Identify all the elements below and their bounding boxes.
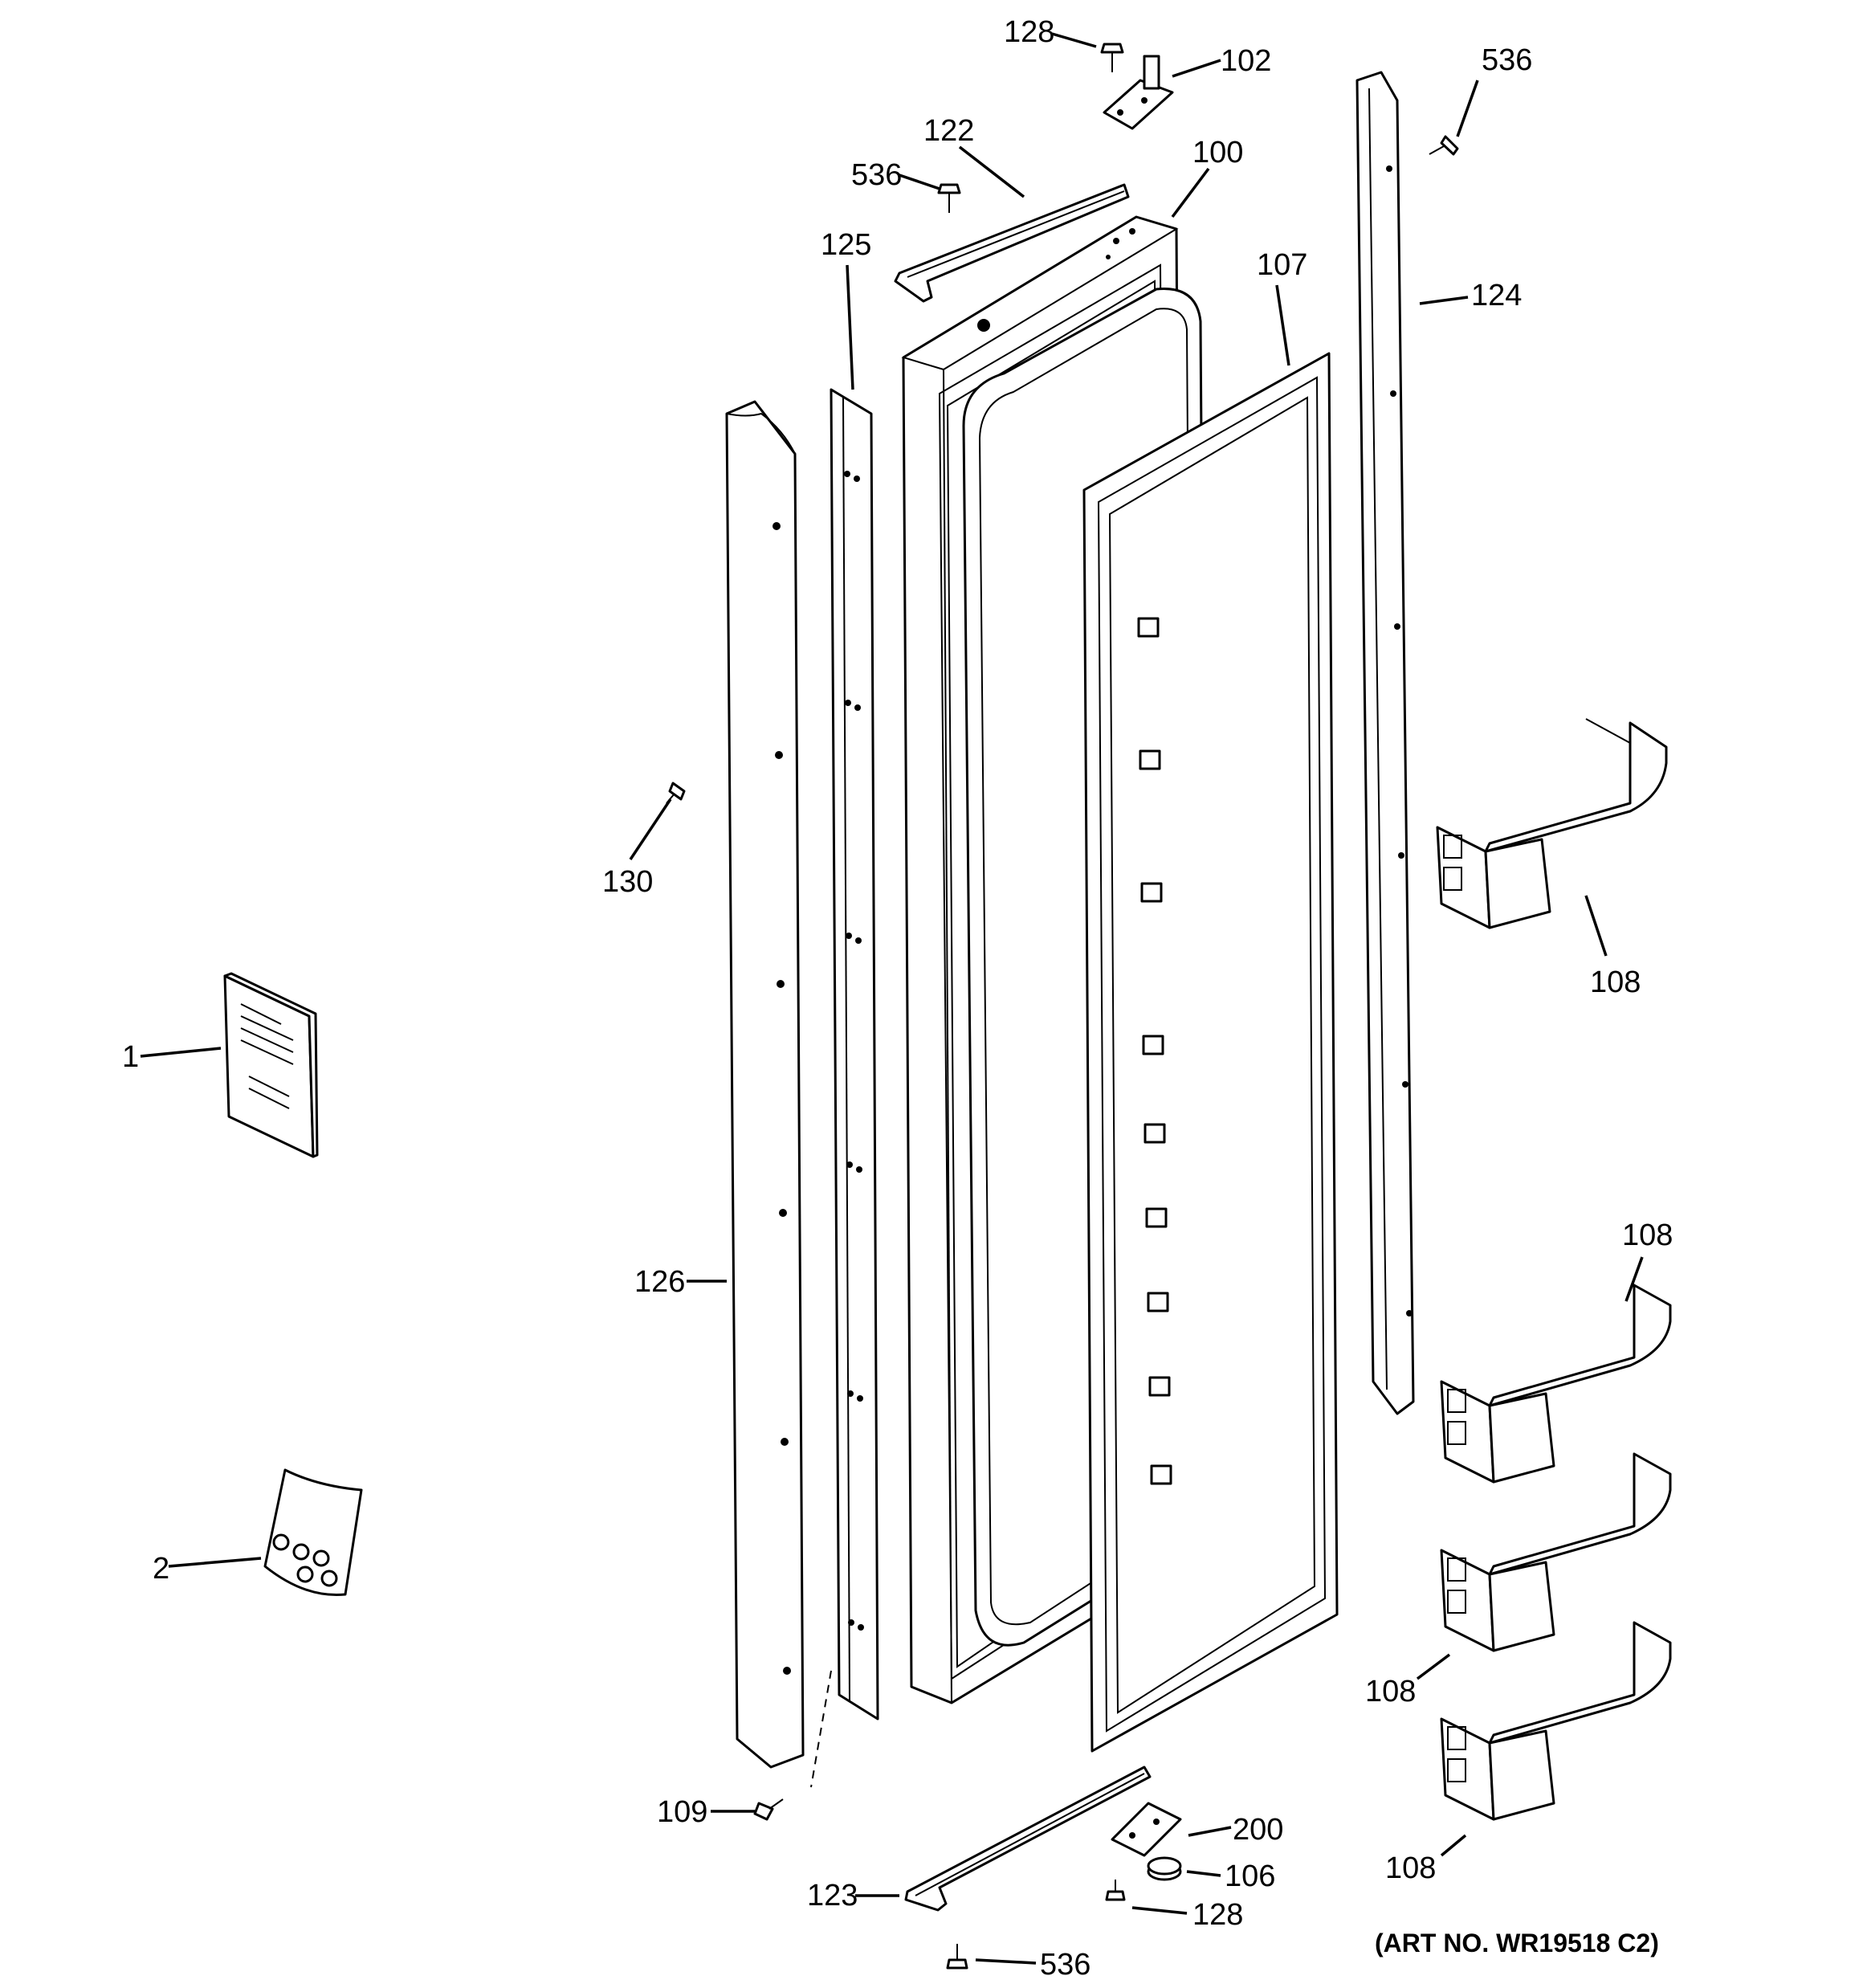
part-126-left-trim (725, 400, 805, 1769)
callout-122: 122 (923, 114, 974, 148)
callout-1: 1 (122, 1040, 139, 1074)
part-200-bottom-hinge (1111, 1802, 1182, 1857)
screw-icon-536-top-left (937, 183, 961, 213)
part-123-bottom-bracket (904, 1766, 1152, 1912)
part-107-gasket (1082, 352, 1339, 1753)
leader-lines (140, 32, 1644, 1965)
screw-icon-536-top-right (1429, 135, 1459, 156)
callout-536-upper-right: 536 (1482, 43, 1532, 77)
callout-130: 130 (602, 865, 653, 899)
art-number-label: (ART NO. WR19518 C2) (1375, 1929, 1659, 1957)
callout-107: 107 (1257, 248, 1307, 282)
callout-124: 124 (1471, 279, 1522, 312)
part-124-right-channel (1355, 71, 1415, 1415)
callout-2: 2 (153, 1552, 169, 1586)
gasket-clips (1137, 617, 1172, 1485)
screw-icon-128-bottom (1105, 1880, 1126, 1901)
part-108-handle-3 (1440, 1452, 1672, 1652)
part-122-top-bracket (894, 183, 1130, 303)
part-108-handle-4 (1440, 1621, 1672, 1821)
callout-126: 126 (634, 1265, 685, 1299)
manual-booklet-icon (223, 972, 319, 1158)
callout-100: 100 (1192, 136, 1243, 169)
screw-icon-536-bottom (946, 1944, 968, 1970)
callout-125: 125 (821, 228, 871, 262)
callout-200: 200 (1233, 1813, 1283, 1847)
callout-128-top: 128 (1004, 15, 1054, 49)
callout-108-fourth: 108 (1385, 1851, 1436, 1885)
callout-536-upper-left: 536 (851, 158, 902, 192)
callout-123: 123 (807, 1879, 858, 1912)
callout-128-bottom: 128 (1192, 1898, 1243, 1932)
callout-536-bottom: 536 (1040, 1948, 1090, 1982)
callout-106: 106 (1225, 1859, 1275, 1893)
callout-109: 109 (657, 1795, 707, 1829)
screw-icon-128-top (1100, 43, 1124, 72)
part-108-handle-1 (1436, 718, 1668, 929)
callout-108-third: 108 (1365, 1675, 1416, 1708)
callout-108-first: 108 (1590, 965, 1641, 999)
callout-102: 102 (1221, 44, 1271, 78)
part-108-handle-2 (1440, 1284, 1672, 1484)
part-102-top-hinge (1103, 55, 1174, 130)
callout-108-second: 108 (1622, 1219, 1673, 1252)
part-106-bushing (1147, 1856, 1182, 1881)
hardware-bag-icon (263, 1468, 363, 1597)
part-125-hinge-trim (830, 388, 879, 1721)
screw-icon-109 (753, 1798, 784, 1821)
callout-labels: 128 102 536 122 536 100 125 107 124 130 … (122, 15, 1673, 1982)
